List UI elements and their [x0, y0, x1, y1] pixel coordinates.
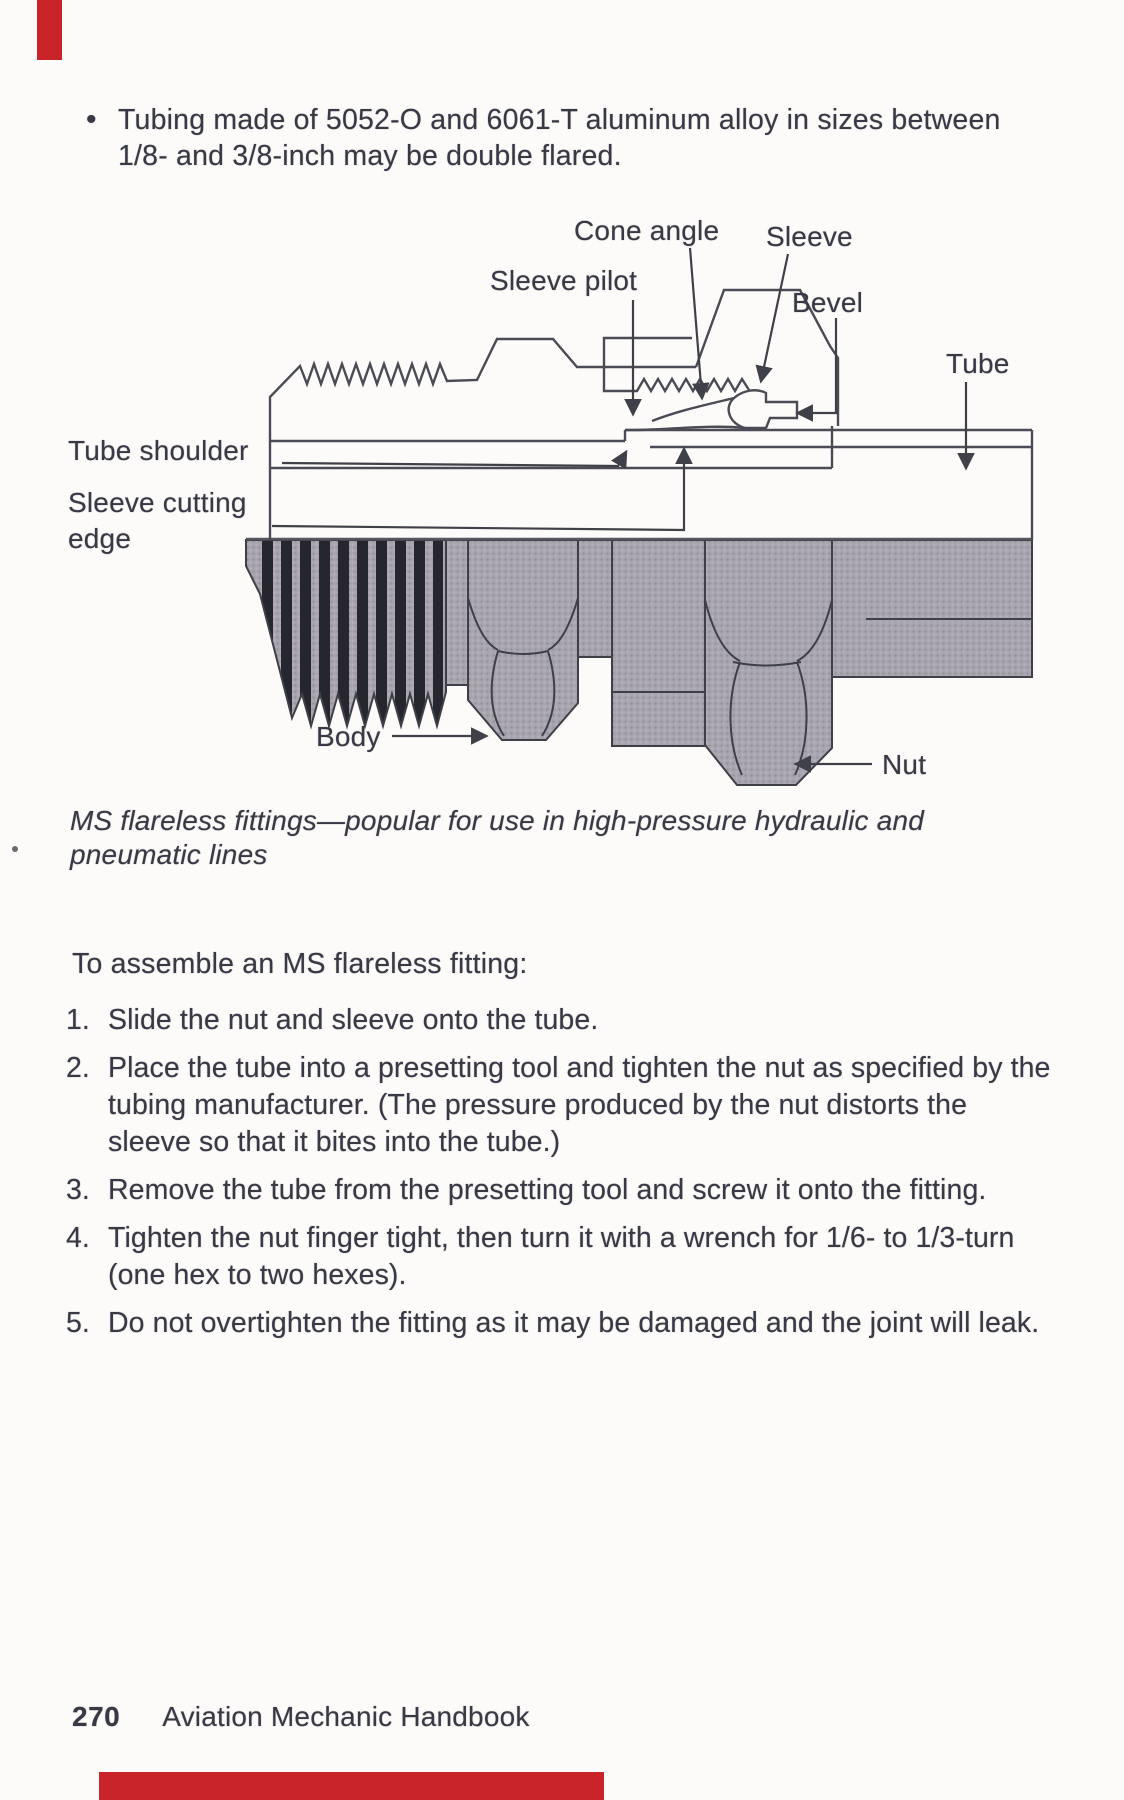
step-number: 1. — [66, 1004, 90, 1036]
sleeve-cutting-edge-leader — [271, 446, 693, 532]
label-sleeve-cutting: Sleeve cutting — [68, 487, 247, 518]
step-number: 4. — [66, 1222, 90, 1254]
assembly-steps: 1. Slide the nut and sleeve onto the tub… — [66, 1002, 1116, 1353]
tube-lower — [831, 539, 1033, 678]
sleeve-shape — [727, 389, 799, 430]
step-row: 4. Tighten the nut finger tight, then tu… — [66, 1220, 1116, 1294]
diagram-lower-section — [245, 537, 1033, 786]
threads-section — [246, 540, 446, 726]
sleeve-pilot-curves — [624, 396, 746, 432]
nut-outline — [694, 288, 840, 426]
tube-lines — [270, 426, 1034, 540]
page-footer: 270 Aviation Mechanic Handbook — [72, 1701, 530, 1733]
label-bevel: Bevel — [792, 287, 863, 318]
body-hex — [467, 539, 579, 741]
bullet-item: • Tubing made of 5052-O and 6061-T alumi… — [86, 102, 1001, 174]
mid-block-b — [611, 539, 706, 747]
tube-shoulder-leader — [281, 449, 628, 470]
bullet-text: Tubing made of 5052-O and 6061-T aluminu… — [118, 104, 1001, 172]
sleeve-leader — [755, 253, 790, 384]
cone-angle-leader — [688, 247, 710, 401]
page-number: 270 — [72, 1701, 121, 1732]
label-cone-angle: Cone angle — [574, 215, 719, 246]
mid-block-a — [577, 539, 613, 658]
step-text: Place the tube into a presetting tool an… — [108, 1052, 1051, 1158]
step-text: Do not overtighten the fitting as it may… — [108, 1307, 1040, 1339]
bullet-icon: • — [86, 103, 97, 136]
assembly-heading: To assemble an MS flareless fitting: — [72, 948, 528, 980]
small-threads — [602, 367, 751, 394]
diagram-upper-section — [268, 288, 1034, 540]
label-tube: Tube — [946, 348, 1010, 379]
leader-lines — [271, 247, 975, 773]
step-row: 5. Do not overtighten the fitting as it … — [66, 1305, 1116, 1342]
label-sleeve: Sleeve — [766, 221, 853, 252]
diagram-labels: Cone angle Sleeve Sleeve pilot Bevel Tub… — [68, 215, 1010, 780]
label-sleeve-pilot: Sleeve pilot — [490, 265, 637, 296]
step-text: Remove the tube from the presetting tool… — [108, 1174, 987, 1206]
step-row: 2. Place the tube into a presetting tool… — [66, 1050, 1116, 1161]
step-text: Slide the nut and sleeve onto the tube. — [108, 1004, 599, 1036]
step-number: 5. — [66, 1307, 90, 1339]
label-body: Body — [316, 721, 381, 752]
label-nut: Nut — [882, 749, 926, 780]
figure-caption: MS flareless fittings—popular for use in… — [70, 805, 925, 870]
label-sleeve-cutting-edge: edge — [68, 523, 131, 554]
book-title: Aviation Mechanic Handbook — [162, 1701, 530, 1732]
step-text: Tighten the nut finger tight, then turn … — [108, 1222, 1015, 1291]
step-row: 1. Slide the nut and sleeve onto the tub… — [66, 1002, 1116, 1039]
red-scan-mark-bottom — [99, 1772, 604, 1800]
label-tube-shoulder: Tube shoulder — [68, 435, 249, 466]
red-scan-mark-top — [37, 0, 62, 60]
nut-shape — [704, 539, 833, 786]
margin-dot — [12, 846, 18, 852]
step-row: 3. Remove the tube from the presetting t… — [66, 1172, 1116, 1209]
step-number: 3. — [66, 1174, 90, 1206]
body-profile — [268, 336, 692, 540]
bevel-leader — [795, 318, 838, 422]
step-number: 2. — [66, 1052, 90, 1084]
